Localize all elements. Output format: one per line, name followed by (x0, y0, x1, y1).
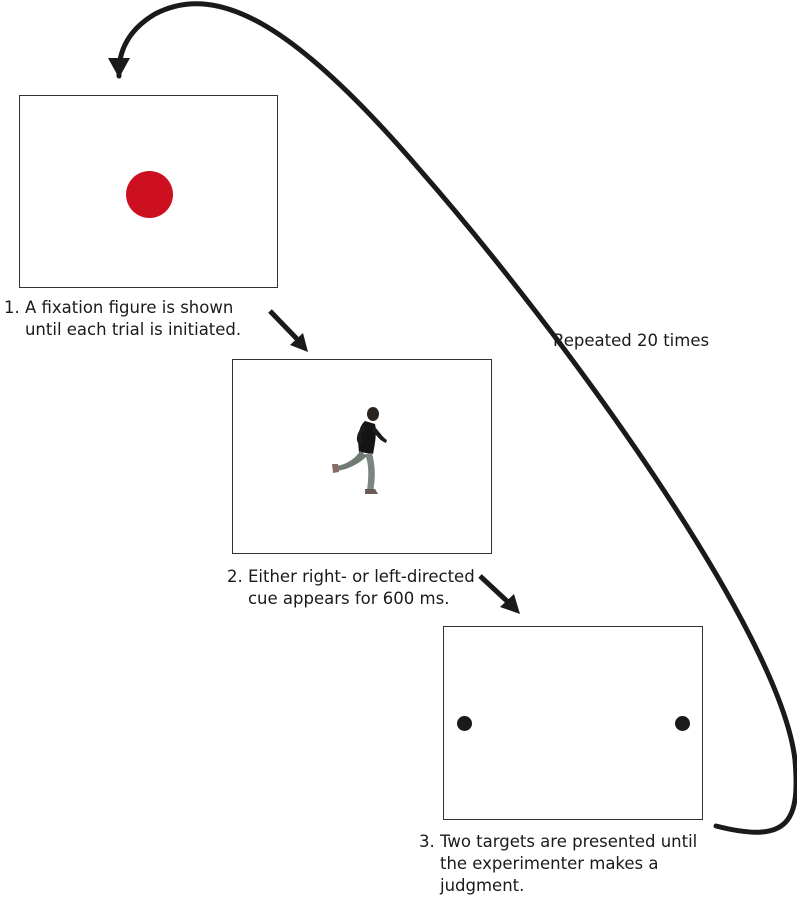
fixation-screen (19, 95, 278, 288)
running-person-icon (329, 404, 399, 514)
step-2-caption: 2. Either right- or left-directed cue ap… (227, 566, 475, 610)
loop-label: Repeated 20 times (553, 330, 709, 352)
step-arrow-2 (480, 576, 508, 602)
step-3-caption: 3. Two targets are presented until the e… (419, 831, 697, 897)
step-1-caption: 1. A fixation figure is shown until each… (4, 297, 241, 341)
cue-screen (232, 359, 492, 554)
right-target-dot (675, 716, 690, 731)
left-target-dot (457, 716, 472, 731)
step-arrow-1 (270, 311, 298, 340)
targets-screen (443, 626, 703, 820)
loop-arrowhead (108, 58, 130, 78)
fixation-dot (126, 171, 173, 218)
